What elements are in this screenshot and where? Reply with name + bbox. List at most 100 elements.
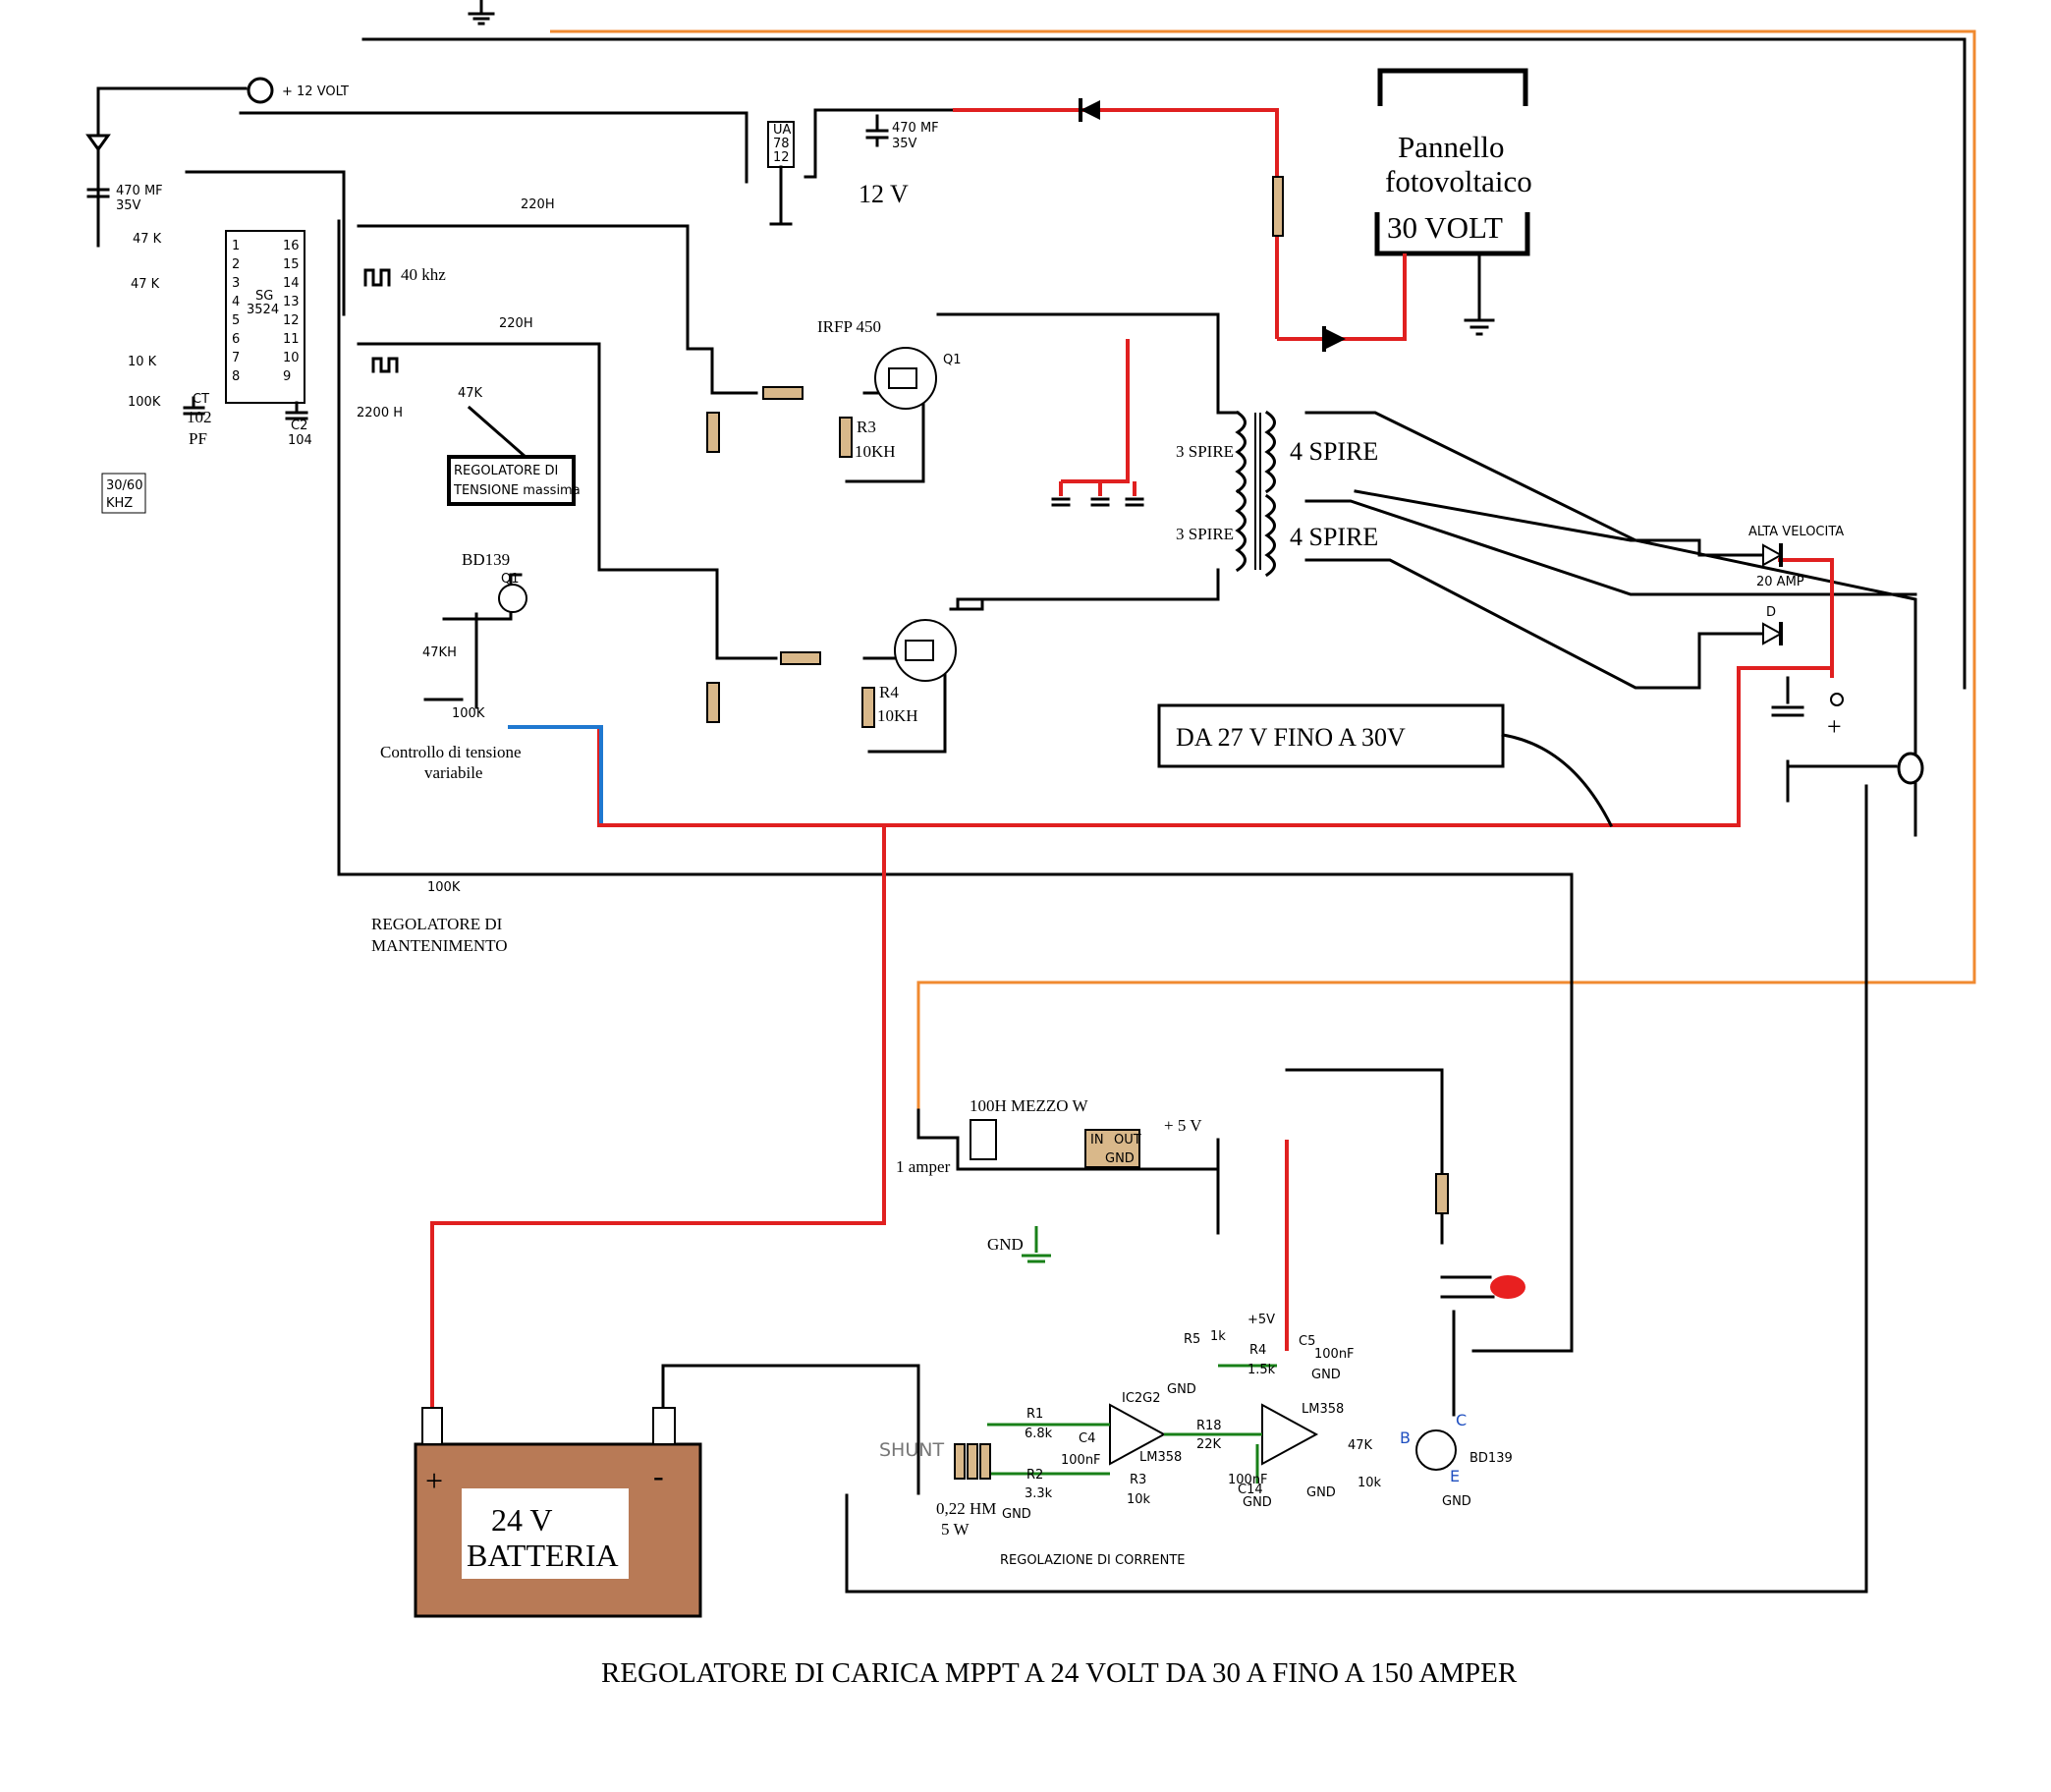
svg-text:Pannello: Pannello [1398,130,1505,164]
ic-pin-label: 4 [232,295,240,309]
r4-value: 10KH [877,706,918,725]
ctrl-var-line1: Controllo di tensione [380,743,522,761]
resistor-left-bottom [706,682,720,723]
r47k-b-label: 47 K [131,277,160,292]
r10k-label: 10 K [128,355,157,369]
svg-text:SHUNT: SHUNT [879,1439,944,1461]
svg-text:30/60: 30/60 [106,478,142,493]
r220h-a-label: 220H [521,197,555,212]
current-regulator: R1 6.8k R2 3.3k C4 100nF IC2G2 LM358 R3 … [987,1313,1513,1568]
gate-resistor-top [762,386,804,400]
output-capacitor: + [1771,676,1844,741]
svg-text:LM358: LM358 [1302,1402,1344,1417]
svg-text:IC2G2: IC2G2 [1122,1391,1161,1406]
pointer-line [1501,733,1614,828]
svg-text:R1: R1 [1026,1407,1043,1422]
ground-symbol [1464,252,1495,336]
mosfet-top[interactable] [874,347,937,410]
svg-text:IN: IN [1090,1133,1104,1148]
ic-pin-label: 7 [232,351,240,365]
r2200h-label: 2200 H [357,406,403,420]
square-wave-icon [363,268,391,287]
svg-text:Q1: Q1 [501,572,520,587]
pf-label: PF [189,429,207,448]
svg-text:30 VOLT: 30 VOLT [1387,210,1503,245]
svg-text:LM358: LM358 [1139,1450,1182,1465]
shunt: SHUNT 0,22 HM 5 W [879,1439,996,1539]
svg-text:3 SPIRE: 3 SPIRE [1176,442,1234,461]
svg-text:22K: 22K [1196,1437,1222,1452]
r3-value: 10KH [855,442,896,461]
svg-text:24 V: 24 V [491,1502,553,1538]
svg-text:BD139: BD139 [462,550,510,569]
reg-mant-line2: MANTENIMENTO [371,936,508,955]
capacitor-470mf-top: 470 MF 35V [865,114,939,151]
svg-text:+ 5 V: + 5 V [1164,1116,1202,1135]
r3-label: R3 [857,418,876,436]
svg-text:OUT: OUT [1114,1133,1141,1148]
svg-text:100nF: 100nF [1314,1347,1355,1362]
label-12v: 12 V [859,180,909,208]
svg-text:12: 12 [773,150,790,165]
svg-text:GND: GND [1442,1494,1471,1509]
ic-pin-label: 9 [283,369,291,384]
svg-text:6.8k: 6.8k [1025,1427,1053,1441]
transistor-bd139-top: BD139 Q1 [462,550,527,613]
output-terminal[interactable] [1897,752,1924,785]
svg-text:R2: R2 [1026,1468,1043,1483]
svg-text:35V: 35V [892,137,917,151]
svg-text:470 MF: 470 MF [892,121,939,136]
svg-text:100nF: 100nF [1061,1453,1101,1468]
svg-text:10k: 10k [1127,1492,1151,1507]
ic-pin-label: 15 [283,257,300,272]
svg-text:DA 27 V FINO A 30V: DA 27 V FINO A 30V [1176,723,1406,752]
svg-text:KHZ: KHZ [106,496,133,511]
mosfet-bottom[interactable] [894,619,957,682]
led-indicator [1435,1173,1525,1299]
ct-label: CT [193,392,209,407]
svg-text:GND: GND [1311,1368,1341,1382]
rectifier-diode-bottom [1762,622,1784,645]
svg-text:R5: R5 [1184,1332,1200,1347]
resistor-left-top [706,412,720,453]
svg-text:4 SPIRE: 4 SPIRE [1290,523,1378,551]
diode-top [1079,98,1100,122]
blue-wire [508,725,603,823]
reg-max-box: REGOLATORE DI TENSIONE massima [447,455,581,506]
svg-text:GND: GND [1306,1485,1336,1500]
svg-text:+: + [425,1463,443,1498]
svg-text:UA: UA [773,123,792,138]
freq-label: 40 khz [401,265,446,284]
ct-value: 102 [187,408,212,426]
alta-velocita-label: ALTA VELOCITA [1748,525,1844,539]
battery-24v[interactable]: + - 24 V BATTERIA [414,1407,702,1618]
svg-text:C14: C14 [1238,1483,1263,1497]
svg-text:BD139: BD139 [1469,1451,1513,1466]
svg-text:78: 78 [773,137,790,151]
svg-text:GND: GND [1002,1507,1031,1522]
amp20-label: 20 AMP [1756,575,1804,589]
irfp-label: IRFP 450 [817,317,881,336]
q1-label: Q1 [943,353,962,367]
svg-text:GND: GND [1167,1382,1196,1397]
svg-text:1.5k: 1.5k [1247,1363,1276,1377]
ic-pin-label: 8 [232,369,240,384]
r220h-b-label: 220H [499,316,533,331]
ic-pin-label: 10 [283,351,300,365]
capacitor-470mf-left: 470 MF 35V [85,134,163,213]
svg-text:E: E [1450,1467,1460,1485]
pointer-line [467,405,528,460]
diode-d-label: D [1766,605,1776,620]
resistor-feed [1272,176,1284,237]
square-wave-icon [371,357,399,373]
svg-text:3524: 3524 [247,303,279,317]
svg-text:C4: C4 [1079,1431,1095,1446]
svg-text:0,22 HM: 0,22 HM [936,1499,996,1518]
transformer: 3 SPIRE 3 SPIRE 4 SPIRE 4 SPIRE [1176,410,1378,578]
ic-pin-label: 12 [283,313,300,328]
svg-text:fotovoltaico: fotovoltaico [1385,164,1532,198]
ic-pin-label: 13 [283,295,300,309]
capacitor-bank [1051,481,1144,507]
ic-pin-label: 14 [283,276,300,291]
